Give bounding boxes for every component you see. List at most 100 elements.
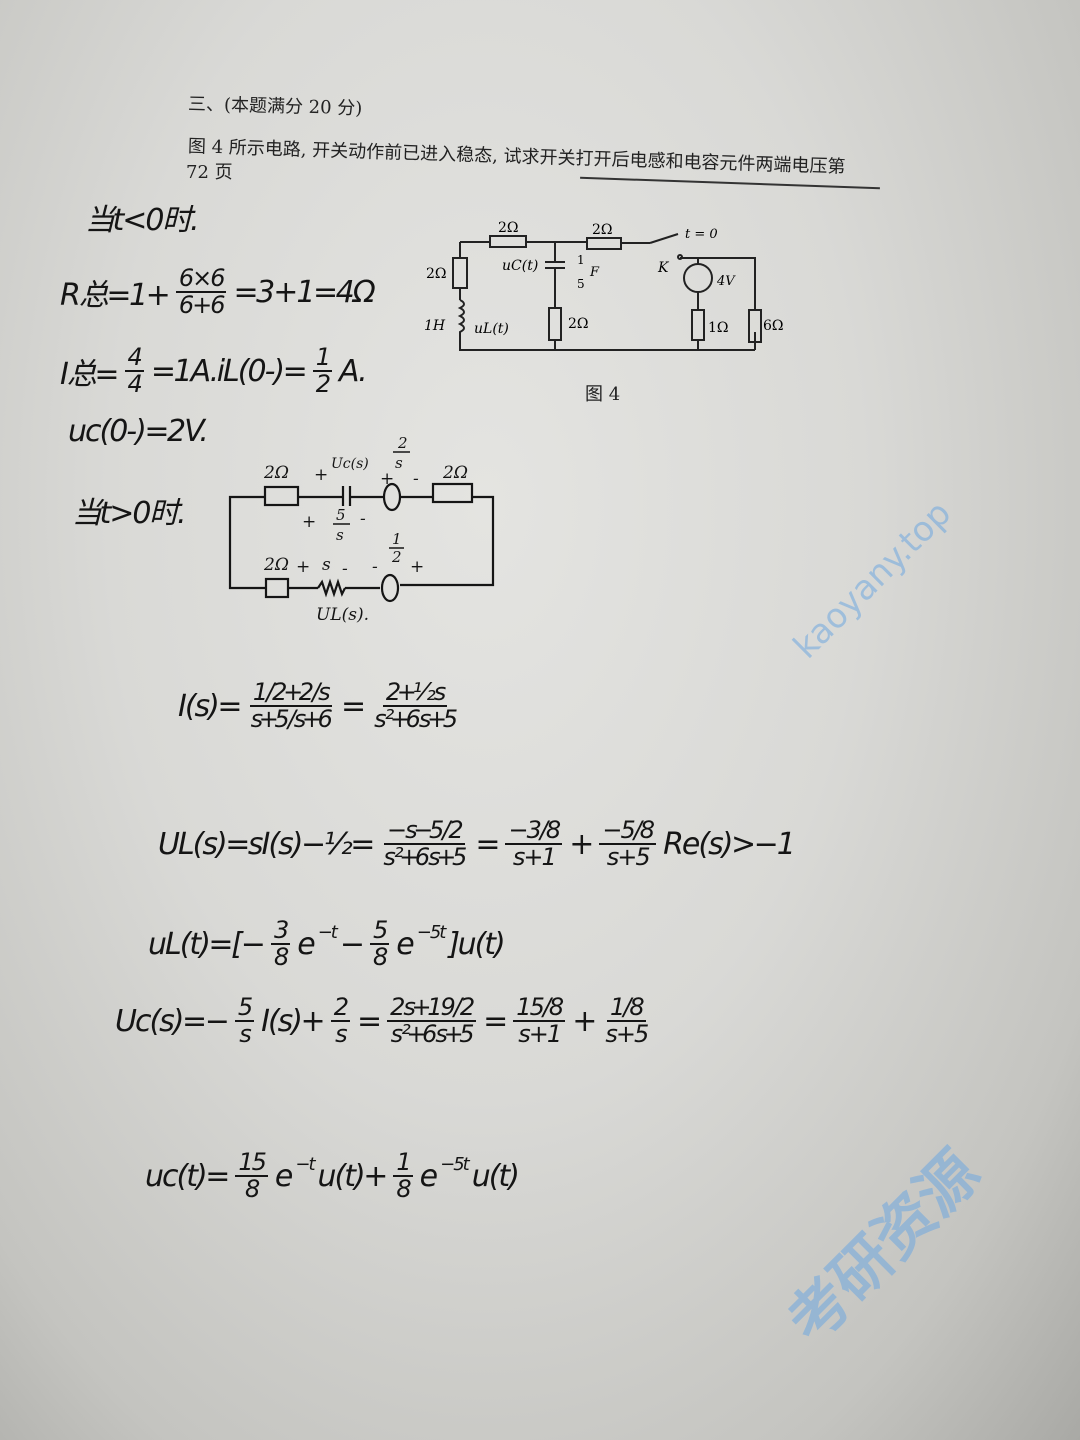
svg-text:-: - xyxy=(360,509,366,529)
denominator: s + 5/s + 6 xyxy=(250,705,333,734)
denominator: 8 xyxy=(244,1175,260,1204)
voltage-source xyxy=(382,482,402,512)
denominator: 6+6 xyxy=(178,291,226,320)
label: 2 xyxy=(397,434,408,452)
numerator: −5/8 xyxy=(599,817,657,846)
svg-text:-: - xyxy=(372,557,378,577)
numerator: 1/2 + 2/s xyxy=(249,679,332,708)
page-ref: 72 页 xyxy=(186,162,233,183)
label: 4V xyxy=(716,274,736,289)
handwritten-underline xyxy=(580,176,880,190)
watermark-chinese: 考研资源 xyxy=(774,1137,994,1357)
denominator: 8 xyxy=(396,1175,411,1204)
denominator: s² + 6s + 5 xyxy=(390,1020,475,1049)
numerator: −3/8 xyxy=(505,817,563,846)
text: Uc(s) = − xyxy=(115,1003,230,1039)
svg-text:+: + xyxy=(302,512,316,532)
switch-blade xyxy=(649,233,679,244)
text: I(s) = xyxy=(178,688,243,724)
label: 1 xyxy=(577,253,585,267)
exponent: −5t xyxy=(440,1153,470,1175)
svg-text:+: + xyxy=(296,557,310,577)
figure-caption: 图 4 xyxy=(585,384,621,405)
label: 2Ω xyxy=(426,266,447,282)
label: 2Ω xyxy=(592,222,613,238)
label: 2Ω xyxy=(263,555,289,575)
s-domain-circuit: 2Ω + Uc(s) + 2 s - 2Ω + 5 s - 2Ω + s - -… xyxy=(228,434,495,625)
solution-line-case-t-after: 当 t>0 时. xyxy=(72,488,187,532)
numerator: 2 + ½s xyxy=(382,679,448,708)
numerator: 3 xyxy=(270,917,291,946)
denominator: s² + 6s + 5 xyxy=(383,843,467,872)
text: uL(t) = [− xyxy=(148,926,266,962)
solution-line-case-t-before: 当 t<0 时. xyxy=(85,195,200,239)
text: 当 t<0 时. xyxy=(85,203,200,238)
denominator: 8 xyxy=(372,943,388,972)
exponent: −t xyxy=(295,1153,315,1175)
svg-text:+: + xyxy=(314,465,328,485)
denominator: 4 xyxy=(127,370,143,399)
resistor-middle xyxy=(548,307,562,341)
resistor xyxy=(431,482,474,504)
label: s xyxy=(322,555,331,575)
problem-section: 三、(本题满分 20 分) xyxy=(187,93,363,120)
text: e xyxy=(419,1158,439,1194)
denominator: 2 xyxy=(315,370,331,399)
label: 1Ω xyxy=(708,320,729,336)
label: Uc(s) xyxy=(331,456,369,472)
denominator: s+1 xyxy=(518,1020,562,1049)
text: A. xyxy=(339,353,368,389)
numerator: 1 xyxy=(393,1149,413,1178)
denominator: s xyxy=(239,1020,251,1049)
denominator: s+5 xyxy=(605,1020,649,1049)
text: + xyxy=(572,1003,597,1039)
label: s xyxy=(336,526,344,544)
resistor xyxy=(263,485,300,507)
text: + xyxy=(569,826,594,862)
numerator: −s − 5/2 xyxy=(384,817,465,846)
resistor-right xyxy=(748,309,762,343)
text: = xyxy=(483,1003,508,1039)
text: R总 = 1 + xyxy=(60,278,171,314)
text: uc(0-) = 2V. xyxy=(68,414,209,449)
label: t = 0 xyxy=(685,227,718,242)
text: = xyxy=(340,688,366,724)
text: e xyxy=(297,926,316,962)
circuit-figure-4: 2Ω 2Ω 2Ω 1H uL(t) uC(t) 1 5 F 2Ω K t = 0… xyxy=(424,220,784,351)
text: = 3+1 = 4Ω xyxy=(233,274,375,310)
numerator: 1/8 xyxy=(606,994,646,1023)
label: 2Ω xyxy=(568,316,589,332)
label: F xyxy=(589,265,600,280)
resistor-top-left xyxy=(489,235,527,248)
label: 2 xyxy=(391,548,402,566)
numerator: 2s + 19/2 xyxy=(387,994,477,1023)
svg-text:-: - xyxy=(413,469,419,489)
text: I总 = xyxy=(60,357,120,393)
numerator: 15/8 xyxy=(513,994,566,1023)
problem-text: 图 4 所示电路, 开关动作前已进入稳态, 试求开关打开后电感和电容元件两端电压… xyxy=(187,136,846,178)
switch-contact xyxy=(677,254,683,260)
label: 2Ω xyxy=(263,463,289,483)
capacitor-plates xyxy=(341,486,352,506)
numerator: 5 xyxy=(369,917,390,946)
text: e xyxy=(396,926,415,962)
label: uL(t) xyxy=(474,321,509,337)
voltage-source xyxy=(683,263,713,293)
text: UL(s) = sI(s) − ½ = xyxy=(158,826,375,862)
text: = 1A. iL(0-) = xyxy=(150,353,308,389)
svg-text:+: + xyxy=(380,469,394,489)
